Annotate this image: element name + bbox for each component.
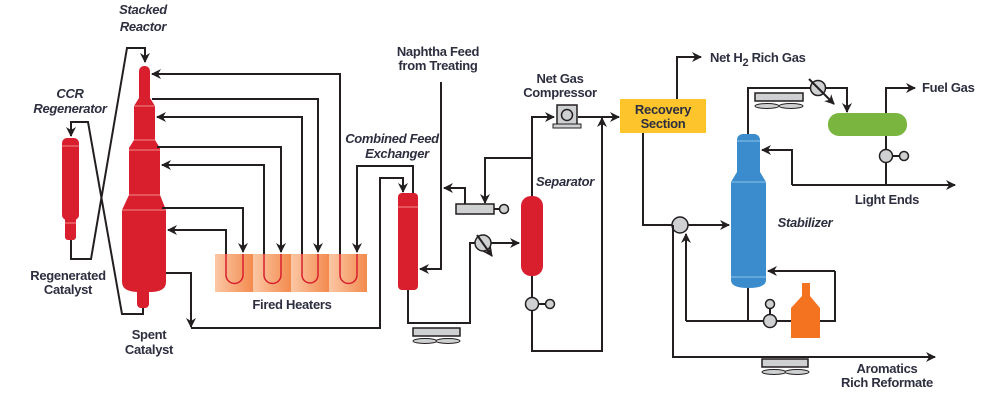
fuel-gas-line (885, 83, 916, 113)
stacked-reactor-label-2: Reactor (120, 19, 168, 34)
cooler-arrow (476, 234, 493, 257)
aromatics-rich-reformate-label-1: Aromatics (857, 361, 918, 376)
stacked-reactor-vessel (122, 66, 166, 308)
to-receiver-line (826, 87, 852, 113)
reactor-effluent-line (407, 242, 475, 324)
net-gas-compressor-label-1: Net Gas (536, 71, 583, 86)
regenerated-catalyst-line (70, 47, 150, 260)
spent-catalyst-label-2: Catalyst (125, 342, 174, 357)
net-h2-gas-line (676, 52, 702, 99)
reflux-pump-icon (878, 148, 894, 164)
separator-gas-line (480, 157, 533, 204)
separator-pump-motor-icon (544, 298, 556, 310)
stacked-reactor-label-1: Stacked (119, 2, 168, 17)
fired-heaters-label: Fired Heaters (252, 297, 331, 312)
combined-feed-exchanger-label-2: Exchanger (365, 146, 430, 161)
fuel-gas-label: Fuel Gas (922, 80, 975, 95)
reboiler-heater (791, 283, 820, 338)
spent-catalyst-line (66, 121, 144, 315)
reactor-heater-lines (151, 69, 414, 329)
stabilizer-overhead-line (747, 87, 811, 134)
ccr-regenerator-label-1: CCR (56, 86, 84, 101)
recovery-section-box (620, 99, 706, 133)
stabilizer-column (731, 134, 766, 288)
stabilizer-label: Stabilizer (778, 215, 834, 230)
recovery-section-label-1: Recovery (635, 102, 692, 117)
overhead-condenser-fan (754, 92, 804, 109)
regenerated-catalyst-label-1: Regenerated (30, 268, 106, 283)
reboiler-pump-motor-icon (764, 298, 776, 310)
recycle-gas-line (443, 183, 466, 205)
recycle-compressor-motor-icon (498, 203, 510, 215)
net-gas-line (531, 112, 555, 158)
net-gas-compressor (552, 104, 582, 129)
reflux-line (761, 145, 793, 185)
trim-cooler-fan (412, 327, 461, 344)
fired-heaters (215, 254, 367, 292)
separator-label: Separator (536, 174, 595, 189)
separator-liquid-line (531, 120, 603, 352)
aromatics-rich-reformate-label-2: Rich Reformate (841, 375, 933, 390)
ccr-regenerator-label-2: Regenerator (33, 101, 108, 116)
reboiler-loop-line (686, 271, 836, 322)
reflux-pump-motor-icon (898, 150, 910, 162)
naphtha-feed-line (419, 88, 442, 274)
catalyst-lines (66, 47, 150, 315)
light-ends-label: Light Ends (855, 192, 919, 207)
combined-feed-exchanger-label-1: Combined Feed (345, 131, 440, 146)
stabilizer-feed-exchanger-icon (671, 216, 689, 234)
reformate-line (672, 225, 936, 362)
ccr-regenerator-vessel (62, 138, 79, 240)
recycle-gas-heater (455, 203, 495, 215)
overhead-cooler-arrow (808, 78, 835, 105)
spent-catalyst-label-1: Spent (132, 327, 168, 342)
reformate-cooler-fan (761, 358, 810, 375)
separator-vessel (521, 196, 543, 276)
net-h2-rich-gas-label: Net H2 Rich Gas (710, 50, 806, 69)
naphtha-feed-label-2: from Treating (398, 58, 478, 73)
naphtha-feed-label-1: Naphtha Feed (397, 44, 480, 59)
combined-feed-exchanger-vessel (398, 193, 418, 290)
recovery-section-label-2: Section (641, 116, 686, 131)
separator-pump-icon (524, 296, 540, 312)
regenerated-catalyst-label-2: Catalyst (44, 282, 93, 297)
net-gas-compressor-label-2: Compressor (523, 85, 597, 100)
recovery-liquid-line (642, 133, 672, 226)
reboiler-pump-icon (762, 313, 778, 329)
overhead-receiver-drum (828, 113, 907, 136)
